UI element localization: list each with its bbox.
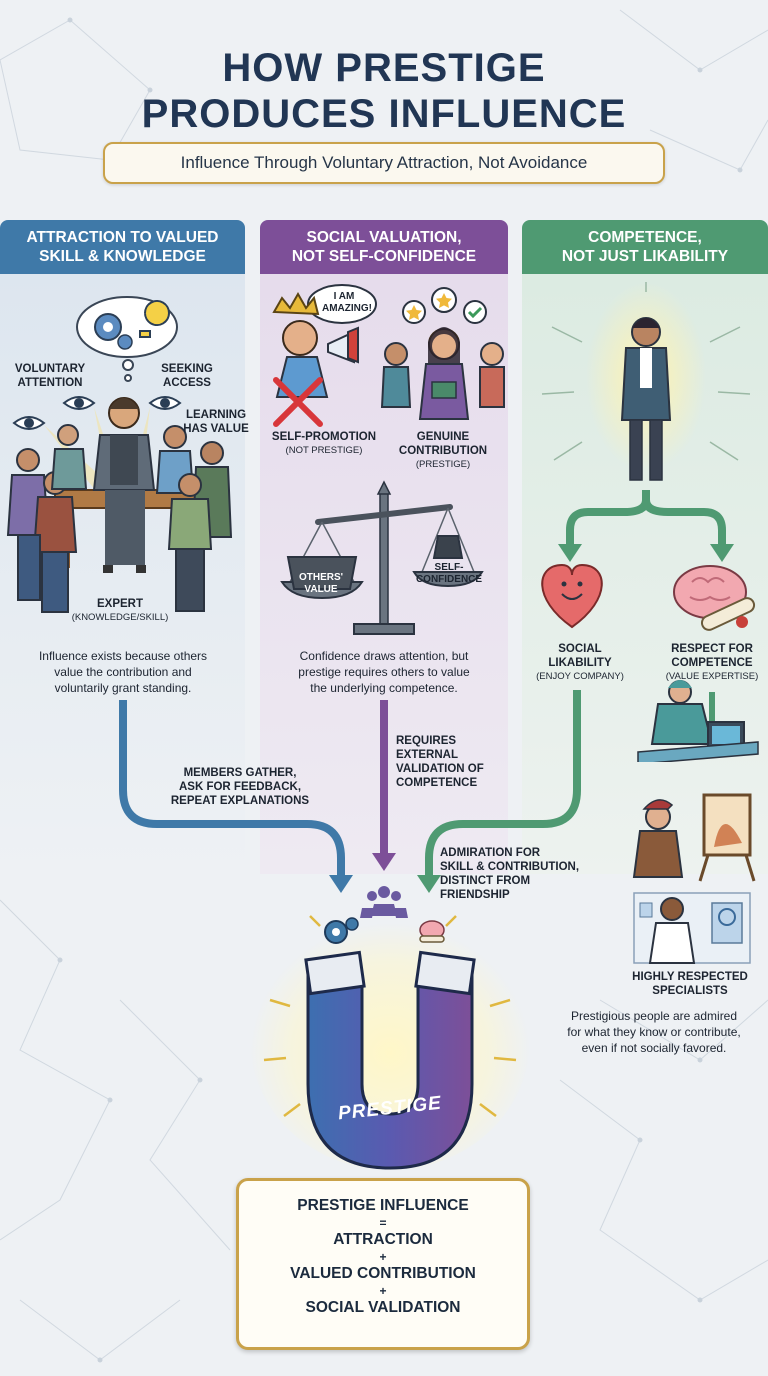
expert-label: EXPERT(KNOWLEDGE/SKILL) xyxy=(71,598,169,623)
subtitle: Influence Through Voluntary Attraction, … xyxy=(103,142,665,184)
column-2-description: Confidence draws attention, but prestige… xyxy=(298,649,470,695)
page-title-line1: HOW PRESTIGE xyxy=(222,46,546,90)
thought-cloud xyxy=(76,296,178,382)
formula-line1: PRESTIGE INFLUENCE xyxy=(297,1197,469,1214)
column-3-header-line2: NOT JUST LIKABILITY xyxy=(561,248,729,265)
scale-right-label: SELF-CONFIDENCE xyxy=(415,562,483,585)
heart-icon xyxy=(541,563,603,629)
column-2-header-line2: NOT SELF-CONFIDENCE xyxy=(291,248,477,265)
check-icon xyxy=(467,306,483,319)
column-3-description: Prestigious people are admired for what … xyxy=(567,1009,741,1055)
column-2-header: SOCIAL VALUATION, NOT SELF-CONFIDENCE xyxy=(260,220,508,274)
column-1-flow-label: MEMBERS GATHER,ASK FOR FEEDBACK,REPEAT E… xyxy=(170,767,310,807)
self-promotion-label: SELF-PROMOTION(NOT PRESTIGE) xyxy=(271,431,377,456)
formula-op3: + xyxy=(379,1284,387,1298)
page-title-line2: PRODUCES INFLUENCE xyxy=(141,92,627,136)
formula-line2: ATTRACTION xyxy=(333,1231,433,1248)
social-valuation-illustration xyxy=(272,284,505,635)
formula-line3: VALUED CONTRIBUTION xyxy=(290,1265,476,1282)
formula-box: PRESTIGE INFLUENCE = ATTRACTION + VALUED… xyxy=(236,1178,530,1350)
scale-left-label: OTHERS'VALUE xyxy=(298,572,344,595)
star-icon xyxy=(406,305,422,320)
expert-workshop-illustration xyxy=(6,296,233,613)
column-1-header-line1: ATTRACTION TO VALUED xyxy=(26,229,219,246)
specialists-illustration xyxy=(632,793,756,964)
column-1-header: ATTRACTION TO VALUED SKILL & KNOWLEDGE xyxy=(0,220,245,274)
competence-illustration xyxy=(541,282,759,762)
formula-line4: SOCIAL VALIDATION xyxy=(305,1299,461,1316)
formula-op2: + xyxy=(379,1250,387,1264)
formula-op1: = xyxy=(379,1216,387,1230)
scale-icon xyxy=(280,480,484,635)
diploma-icon xyxy=(700,597,756,631)
column-3-header-line1: COMPETENCE, xyxy=(588,229,702,246)
column-2-header-line1: SOCIAL VALUATION, xyxy=(306,229,462,246)
column-1-header-line2: SKILL & KNOWLEDGE xyxy=(39,248,206,265)
magnet-illustration xyxy=(250,886,530,1170)
speech-bubble-text: I AM AMAZING! xyxy=(322,291,372,314)
column-1-description: Influence exists because others value th… xyxy=(38,649,208,695)
column-3-header: COMPETENCE, NOT JUST LIKABILITY xyxy=(522,220,768,274)
group-icon xyxy=(360,886,408,918)
crown-icon xyxy=(272,291,320,316)
